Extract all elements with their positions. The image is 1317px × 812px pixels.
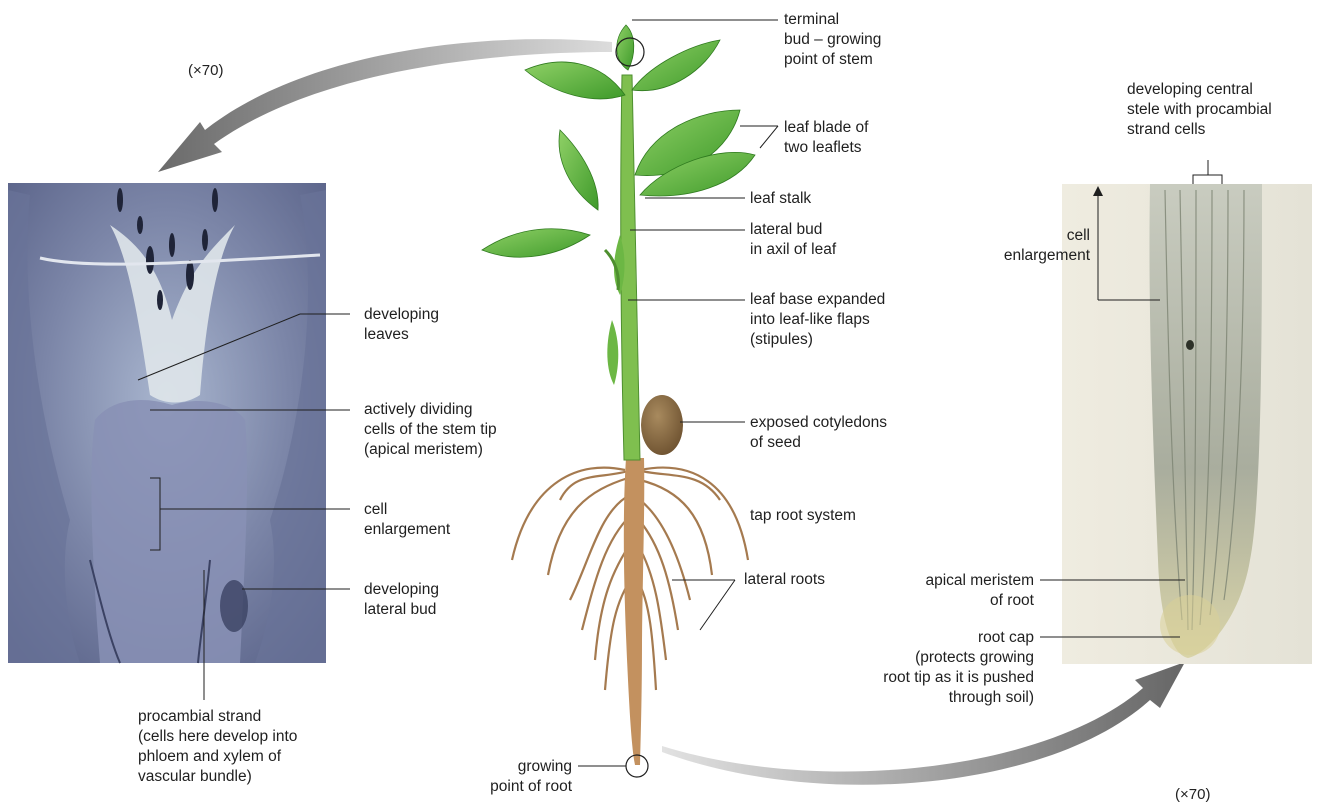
label-leaf-stalk: leaf stalk — [750, 189, 811, 209]
tap-root — [624, 458, 644, 765]
label-actively-dividing-cells: actively dividing cells of the stem tip … — [364, 400, 497, 460]
label-lateral-roots: lateral roots — [744, 570, 825, 590]
label-developing-leaves: developing leaves — [364, 305, 439, 345]
root-tip-micrograph — [1062, 184, 1312, 664]
label-lateral-bud: lateral bud in axil of leaf — [750, 220, 836, 260]
label-developing-central-stele: developing central stele with procambial… — [1127, 80, 1272, 140]
magnification-label-bottom: (×70) — [1175, 786, 1210, 803]
label-procambial-strand: procambial strand (cells here develop in… — [138, 707, 297, 787]
label-growing-point-root: growing point of root — [468, 757, 572, 797]
label-leaf-blade: leaf blade of two leaflets — [784, 118, 868, 158]
label-cell-enlargement-root: cell enlargement — [970, 226, 1090, 266]
label-root-cap: root cap (protects growing root tip as i… — [810, 628, 1034, 708]
magnification-arrow-top — [158, 39, 612, 172]
label-cell-enlargement-stem: cell enlargement — [364, 500, 450, 540]
cotyledon — [641, 395, 683, 455]
label-tap-root-system: tap root system — [750, 506, 856, 526]
stem-tip-micrograph — [8, 183, 326, 663]
magnification-label-top: (×70) — [188, 62, 223, 79]
label-developing-lateral-bud: developing lateral bud — [364, 580, 439, 620]
label-cotyledons: exposed cotyledons of seed — [750, 413, 887, 453]
bean-plant-illustration — [482, 25, 755, 777]
label-leaf-base: leaf base expanded into leaf-like flaps … — [750, 290, 885, 350]
label-terminal-bud: terminal bud – growing point of stem — [784, 10, 881, 70]
label-apical-meristem-root: apical meristem of root — [860, 571, 1034, 611]
